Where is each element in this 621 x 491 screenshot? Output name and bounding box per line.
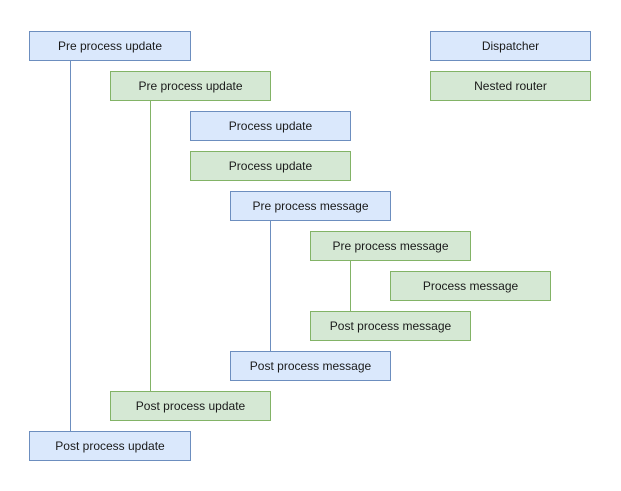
edge-dispatcher-2: [270, 221, 271, 351]
flow-node[interactable]: Post process update: [110, 391, 271, 421]
flow-node[interactable]: Pre process message: [310, 231, 471, 261]
edge-dispatcher-0: [70, 61, 71, 431]
edge-nested-3: [350, 261, 351, 311]
flow-node[interactable]: Post process message: [310, 311, 471, 341]
flow-node[interactable]: Pre process update: [29, 31, 191, 61]
legend-item-nested[interactable]: Nested router: [430, 71, 591, 101]
flow-node[interactable]: Process message: [390, 271, 551, 301]
flow-node[interactable]: Post process message: [230, 351, 391, 381]
flow-node[interactable]: Process update: [190, 151, 351, 181]
flow-node[interactable]: Process update: [190, 111, 351, 141]
flow-node[interactable]: Pre process message: [230, 191, 391, 221]
flow-node[interactable]: Pre process update: [110, 71, 271, 101]
edge-nested-1: [150, 101, 151, 391]
flow-node[interactable]: Post process update: [29, 431, 191, 461]
legend-item-dispatcher[interactable]: Dispatcher: [430, 31, 591, 61]
